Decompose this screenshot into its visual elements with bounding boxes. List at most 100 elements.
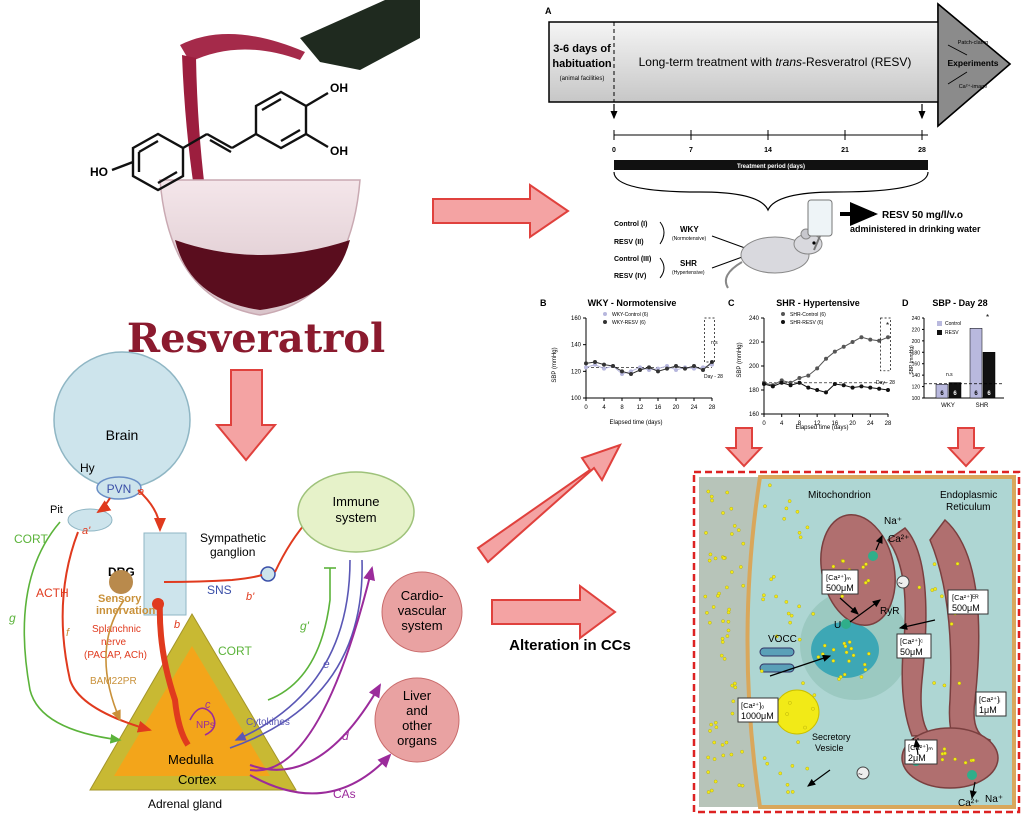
annotation: Day - 28	[704, 374, 723, 380]
wky-label: WKY	[680, 225, 699, 234]
chart-title: SHR - Hypertensive	[776, 298, 860, 308]
chart-title: SBP - Day 28	[932, 298, 987, 308]
data-point	[674, 364, 678, 368]
calcium-dot	[713, 556, 718, 561]
x-tick-label: 8	[798, 421, 802, 427]
calcium-dot	[721, 753, 726, 758]
calcium-dot	[840, 594, 844, 599]
physiology-diagram: Brain Hy PVN a Pit a' CORT ACTH DRG Symp…	[9, 351, 463, 811]
calcium-dot	[765, 761, 769, 766]
calcium-dot	[847, 640, 852, 644]
mitochondrion-label: Mitochondrion	[808, 490, 871, 501]
y-tick-label: 120	[571, 369, 582, 375]
habituation-label: habituation	[552, 58, 612, 70]
bar	[982, 352, 996, 399]
bar	[948, 382, 962, 399]
calcium-dot	[720, 743, 725, 747]
sns-label: SNS	[207, 583, 232, 597]
calcium-dot	[730, 683, 734, 688]
timeline-tick-label: 0	[612, 147, 616, 154]
calcium-dot	[710, 788, 714, 793]
calcium-dot	[933, 587, 937, 591]
panel-b: B WKY - Normotensive SBP (mmHg) Elapsed …	[540, 298, 723, 426]
data-point	[886, 388, 890, 392]
liver-label: other	[402, 718, 432, 733]
data-point	[815, 366, 820, 371]
calcium-dot	[963, 760, 968, 765]
ion-label: Ca²⁺	[958, 798, 979, 809]
flow-arrows	[214, 183, 986, 640]
data-point	[788, 383, 793, 388]
annotation: n.s	[946, 372, 953, 378]
calcium-dot	[790, 790, 795, 794]
data-point	[611, 364, 615, 368]
timeline-tick-label: 21	[841, 147, 849, 154]
calcium-dot	[741, 541, 745, 546]
calcium-dot	[729, 752, 734, 757]
brace	[613, 171, 929, 212]
data-point	[620, 369, 624, 374]
sensory-label: innervation	[96, 605, 156, 617]
calcium-dot	[831, 564, 836, 569]
calcium-dot	[784, 600, 789, 604]
y-tick-label: 220	[912, 327, 921, 333]
calcium-dot	[733, 681, 737, 686]
data-point	[674, 368, 678, 372]
calcium-dot	[790, 764, 795, 768]
panel-label: A	[545, 6, 552, 16]
y-axis-label: SBP (mmHg)	[552, 347, 558, 382]
calcium-dot	[706, 489, 711, 494]
path-label: c	[205, 699, 211, 711]
path-label: g	[9, 611, 16, 625]
calcium-dot	[942, 683, 947, 688]
y-tick-label: 220	[749, 340, 760, 346]
calcium-dot	[720, 640, 725, 644]
x-tick-label: 28	[885, 421, 892, 427]
y-tick-label: 240	[912, 316, 921, 322]
x-tick-label: 20	[673, 405, 680, 411]
path-label: d	[342, 729, 349, 743]
calcium-dot	[930, 588, 935, 592]
resveratrol-illustration: OH HO OH Resveratrol	[90, 0, 420, 362]
treatment-period-label: Treatment period (days)	[737, 164, 805, 170]
calcium-dot	[740, 783, 745, 788]
calcium-dot	[712, 740, 716, 745]
splanchnic-label: Splanchnic	[92, 624, 141, 635]
y-tick-label: 240	[749, 316, 760, 322]
calcium-dot	[762, 593, 766, 598]
y-tick-label: 200	[749, 364, 760, 370]
data-point	[665, 366, 669, 371]
bar-label: 6	[953, 391, 957, 397]
calcium-dot	[940, 594, 944, 599]
calcium-dot	[711, 605, 716, 609]
calcium-dot	[708, 729, 712, 733]
calcium-dot	[811, 707, 815, 711]
y-tick-label: 160	[749, 412, 760, 418]
cardiovascular-system	[381, 571, 463, 653]
calcium-dot	[762, 756, 767, 760]
data-point	[868, 337, 873, 342]
annotation: *	[886, 321, 889, 330]
bam-label: BAM22PR	[90, 676, 137, 687]
y-axis-label: SBP (mmHg)	[737, 342, 743, 377]
calcium-dot	[724, 740, 729, 745]
x-axis-label: Elapsed time (days)	[795, 425, 848, 431]
calcium-dot	[737, 783, 742, 787]
group-label: Control (III)	[614, 256, 651, 263]
calcium-dot	[733, 685, 738, 690]
ca-image-label: Ca²⁺-image	[959, 83, 988, 90]
y-axis-label: SBP (mmHg)	[909, 345, 915, 375]
calcium-dot	[709, 494, 714, 499]
molecule-structure	[111, 90, 329, 192]
calcium-dot	[708, 620, 712, 625]
calcium-dot	[786, 790, 790, 794]
data-point	[806, 385, 811, 390]
timeline-tick-label: 14	[764, 147, 772, 154]
habituation-sub: (animal facilities)	[560, 76, 605, 82]
medulla-label: Medulla	[168, 752, 214, 767]
immune-system	[297, 471, 415, 553]
calcium-dot	[710, 498, 714, 503]
x-tick-label: 0	[762, 421, 766, 427]
calcium-dot	[706, 755, 710, 760]
calcium-dot	[731, 699, 736, 704]
